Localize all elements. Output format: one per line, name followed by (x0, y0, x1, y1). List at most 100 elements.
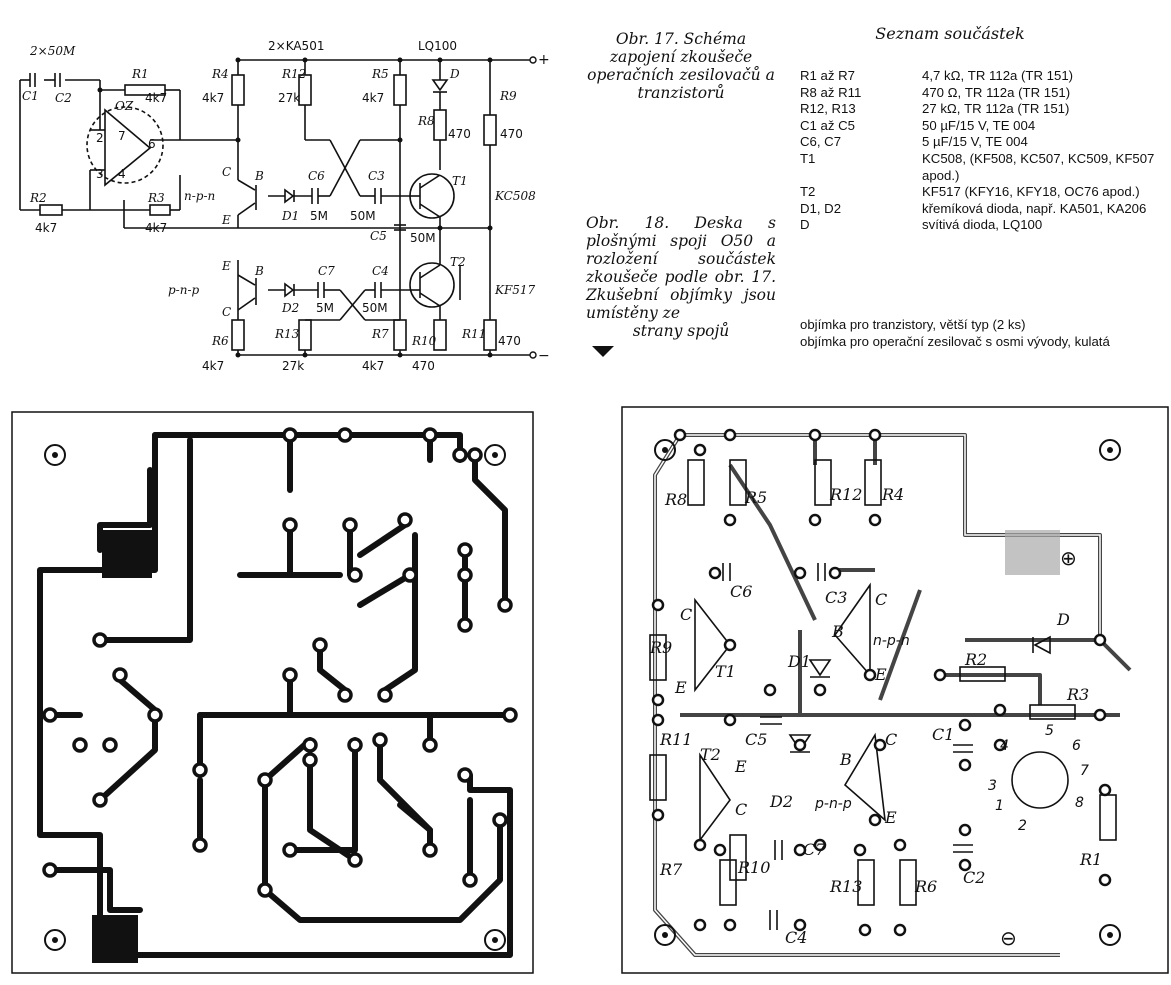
layout-e-t1-label: E (674, 678, 687, 697)
layout-pin2-label: 2 (1018, 818, 1027, 834)
c6-value: 5M (310, 209, 328, 223)
d2-label: D2 (281, 301, 299, 315)
parts-list-title: Seznam součástek (875, 24, 1025, 43)
layout-npn-label: n-p-n (873, 633, 910, 649)
layout-r8-label: R8 (664, 490, 687, 509)
r12-value: 27k (278, 91, 300, 105)
r10-value: 470 (412, 359, 435, 373)
part-designator: T2 (800, 184, 816, 200)
pin6-label: 6 (148, 137, 156, 151)
collector-top-label: C (222, 165, 231, 179)
emitter-top-label: E (221, 213, 231, 227)
c1-label: C1 (22, 89, 39, 103)
figure-18-caption-body: Obr. 18. Deska s plošnými spoji O50 a ro… (586, 214, 776, 322)
layout-pin5-label: 5 (1045, 723, 1054, 739)
layout-c-t1-label: C (680, 605, 692, 624)
part-designator: C1 až C5 (800, 117, 855, 133)
r7-label: R7 (371, 327, 389, 341)
layout-d1-label: D1 (787, 652, 811, 671)
layout-r10-label: R10 (737, 858, 770, 877)
socket-note-opamp: objímka pro operační zesilovač s osmi vý… (800, 334, 1110, 349)
c3-value: 50M (350, 209, 376, 223)
r1-label: R1 (131, 67, 149, 81)
part-designator: D1, D2 (800, 200, 842, 216)
r8-label: R8 (417, 114, 435, 128)
layout-pin6-label: 6 (1072, 738, 1081, 754)
layout-r7-label: R7 (659, 860, 683, 879)
part-value: KF517 (KFY16, KFY18, OC76 apod.) (922, 184, 1140, 200)
r6-label: R6 (211, 334, 229, 348)
part-designator: T1 (800, 150, 816, 166)
pin7-label: 7 (118, 129, 126, 143)
socket-note-transistors: objímka pro tranzistory, větší typ (2 ks… (800, 317, 1026, 332)
c5-value: 50M (410, 231, 436, 245)
layout-c-npn-label: C (875, 590, 887, 609)
cap-pair-label: 2×50M (29, 44, 76, 58)
c6-label: C6 (308, 169, 325, 183)
layout-e-pnp-label: E (884, 808, 897, 827)
minus-terminal-label: − (538, 348, 550, 364)
layout-c-t2-label: C (735, 800, 747, 819)
layout-c7-label: C7 (803, 840, 826, 859)
layout-d-label: D (1056, 610, 1070, 629)
layout-c2-label: C2 (963, 868, 985, 887)
t1-label: T1 (452, 174, 468, 188)
part-value: 4,7 kΩ, TR 112a (TR 151) (922, 68, 1074, 83)
layout-pnp-label: p-n-p (814, 796, 852, 812)
parts-row: T2 KF517 (KFY16, KFY18, OC76 apod.) (800, 184, 1160, 201)
r9-label: R9 (499, 89, 517, 103)
r2-value: 4k7 (35, 221, 57, 235)
emitter-bottom-label: E (221, 259, 231, 273)
part-value: křemíková dioda, např. KA501, KA206 (922, 200, 1147, 216)
figure-18-caption: Obr. 18. Deska s plošnými spoji O50 a ro… (586, 214, 776, 340)
part-designator: R12, R13 (800, 101, 856, 117)
layout-r11-label: R11 (659, 730, 692, 749)
r3-value: 4k7 (145, 221, 167, 235)
pin3-label: 3 (96, 167, 104, 181)
layout-c6-label: C6 (730, 582, 752, 601)
c7-value: 5M (316, 301, 334, 315)
layout-pin7-label: 7 (1080, 763, 1089, 779)
layout-r4-label: R4 (881, 485, 904, 504)
c4-label: C4 (372, 264, 389, 278)
r11-label: R11 (461, 327, 486, 341)
diode-pair-label: 2×KA501 (268, 39, 324, 53)
layout-t2-label: T2 (700, 745, 721, 764)
oz-label: OZ (115, 99, 134, 113)
t2-type: KF517 (494, 283, 536, 297)
parts-row: D1, D2 křemíková dioda, např. KA501, KA20… (800, 201, 1160, 218)
base-bottom-label: B (254, 264, 264, 278)
r13-label: R13 (274, 327, 300, 341)
layout-minus-terminal: ⊖ (1000, 926, 1017, 950)
r12-label: R12 (281, 67, 306, 81)
pcb-component-layout: R8 R5 R12 R4 ⊕ C6 C3 C C R9 T1 E B D1 n-… (621, 406, 1169, 974)
r5-value: 4k7 (362, 91, 384, 105)
part-designator: C6, C7 (800, 134, 842, 150)
layout-r3-label: R3 (1066, 685, 1089, 704)
c4-value: 50M (362, 301, 388, 315)
led-d-label: D (449, 67, 460, 81)
layout-b-pnp-label: B (839, 750, 852, 769)
layout-plus-terminal: ⊕ (1060, 546, 1077, 570)
layout-r1-label: R1 (1079, 850, 1102, 869)
layout-pin8-label: 8 (1075, 795, 1084, 811)
r7-value: 4k7 (362, 359, 384, 373)
npn-label: n-p-n (184, 189, 215, 203)
layout-c5-label: C5 (745, 730, 767, 749)
d1-label: D1 (281, 209, 299, 223)
r13-value: 27k (282, 359, 304, 373)
plus-terminal-label: + (538, 52, 550, 68)
r3-label: R3 (147, 191, 165, 205)
pcb-copper-layout (11, 411, 534, 974)
layout-r12-label: R12 (829, 485, 862, 504)
r1-value: 4k7 (145, 91, 167, 105)
r4-label: R4 (211, 67, 229, 81)
r2-label: R2 (29, 191, 47, 205)
down-arrow-icon (592, 346, 614, 357)
r9-value: 470 (500, 127, 523, 141)
